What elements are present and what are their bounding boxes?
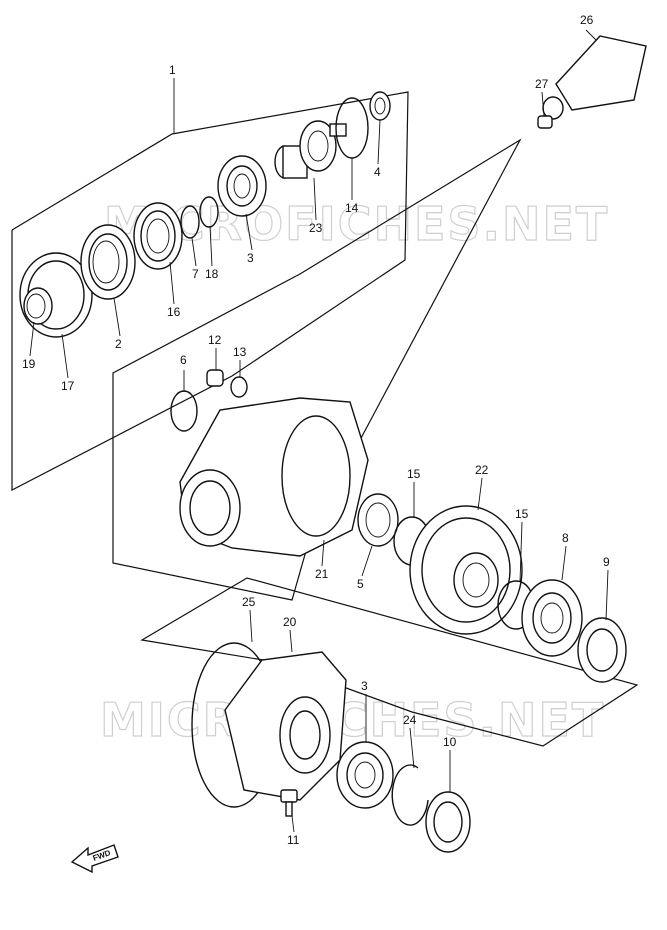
leader-24 <box>409 727 415 769</box>
callout-20: 20 <box>283 615 297 629</box>
callout-8: 8 <box>562 531 569 545</box>
callout-15b: 15 <box>515 507 529 521</box>
leader-7 <box>191 237 197 267</box>
callout-27: 27 <box>535 77 549 91</box>
callout-5: 5 <box>357 577 364 591</box>
leader-21 <box>321 539 325 567</box>
callout-22: 22 <box>475 463 489 477</box>
leader-15b <box>519 521 523 583</box>
leader-17 <box>61 333 69 379</box>
callout-9: 9 <box>603 555 610 569</box>
callout-10: 10 <box>443 735 457 749</box>
snap-ring-7 <box>180 205 200 239</box>
oil-seal-9 <box>577 617 627 683</box>
callout-7: 7 <box>192 267 199 281</box>
leader-23 <box>313 177 317 221</box>
leader-18 <box>209 225 213 267</box>
roller-bearing-16 <box>133 202 183 270</box>
callout-19: 19 <box>22 357 36 371</box>
bearing-4 <box>369 91 391 121</box>
leader-26 <box>585 29 597 41</box>
frame-top-assembly <box>11 91 409 491</box>
bolt-11 <box>280 789 298 817</box>
cap-12 <box>206 369 224 387</box>
callout-11: 11 <box>287 833 300 847</box>
callout-16: 16 <box>167 305 181 319</box>
leader-22 <box>477 477 483 511</box>
callout-14: 14 <box>345 201 359 215</box>
callout-4: 4 <box>374 165 381 179</box>
snap-ring-18 <box>199 196 219 228</box>
leader-8 <box>561 545 567 581</box>
gasket-13 <box>230 376 248 398</box>
callout-6: 6 <box>180 353 187 367</box>
watermark-bottom: MICROFICHES.NET <box>100 693 605 747</box>
ball-bearing-3b <box>336 741 394 809</box>
callout-17: 17 <box>61 379 75 393</box>
clamp-27 <box>537 115 553 129</box>
oil-seal-6 <box>170 390 198 432</box>
oil-seal-10 <box>425 791 471 853</box>
cover-20 <box>224 651 347 801</box>
leader-19 <box>29 321 35 357</box>
fwd-arrow-icon: FWD <box>70 844 119 874</box>
callout-24: 24 <box>403 713 417 727</box>
callout-26: 26 <box>580 13 594 27</box>
callout-1: 1 <box>169 63 176 77</box>
leader-9 <box>605 569 609 621</box>
ball-bearing-8 <box>521 579 583 657</box>
boot-26 <box>542 35 647 120</box>
callout-3b: 3 <box>361 679 368 693</box>
watermark-top: MICROFICHES.NET <box>104 197 609 251</box>
oil-seal-2 <box>80 224 136 300</box>
leader-27 <box>541 91 545 117</box>
callout-23: 23 <box>309 221 323 235</box>
callout-12: 12 <box>208 333 222 347</box>
ball-bearing-3 <box>217 155 267 217</box>
circlip-24 <box>391 764 429 826</box>
callout-13: 13 <box>233 345 247 359</box>
leader-25 <box>249 609 253 643</box>
callout-15a: 15 <box>407 467 421 481</box>
pinion-gear-23 <box>274 120 347 179</box>
callout-21: 21 <box>315 567 329 581</box>
callout-3: 3 <box>247 251 254 265</box>
callout-25: 25 <box>242 595 256 609</box>
leader-2 <box>113 297 121 337</box>
leader-4 <box>377 119 381 165</box>
housing-21 <box>179 397 369 557</box>
leader-3 <box>245 213 253 251</box>
callout-18: 18 <box>205 267 219 281</box>
leader-5 <box>361 545 373 577</box>
needle-bearing-5 <box>357 493 399 547</box>
leader-11 <box>291 815 295 833</box>
callout-2: 2 <box>115 337 122 351</box>
ring-gear-22 <box>409 505 523 635</box>
leader-16 <box>169 261 175 305</box>
flange-17 <box>19 252 93 338</box>
leader-20 <box>289 629 293 653</box>
